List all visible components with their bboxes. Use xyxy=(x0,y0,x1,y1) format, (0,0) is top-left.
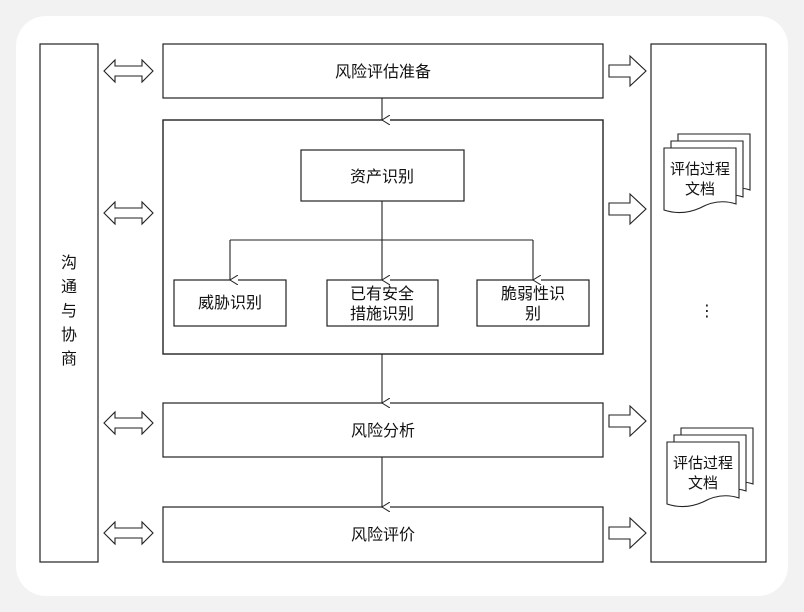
threat-identification-box xyxy=(173,279,287,327)
document-stack-bottom: 评估过程 文档 xyxy=(666,427,754,508)
document-sheet-front xyxy=(663,147,737,214)
right-arrow-icon xyxy=(608,192,647,226)
right-arrow-icon xyxy=(608,404,647,438)
vulnerability-line-1: 脆弱性识 xyxy=(501,284,565,303)
vulnerability-line-2: 别 xyxy=(525,304,541,323)
left-column-char-5: 商 xyxy=(61,349,77,368)
identification-group: 资产识别 威胁识别 已有安全 措施识别 脆弱性识 别 xyxy=(162,119,604,355)
right-arrow-icon xyxy=(608,516,647,550)
stage-analysis: 风险分析 xyxy=(162,402,604,458)
ellipsis-vertical: ⋮ xyxy=(699,301,715,320)
document-bottom-line-2: 文档 xyxy=(688,474,718,492)
stage-evaluation-label: 风险评价 xyxy=(351,525,415,544)
document-sheet-front xyxy=(666,441,740,508)
document-top-line-2: 文档 xyxy=(685,180,715,198)
document-bottom-line-1: 评估过程 xyxy=(673,454,733,472)
existing-measures-line-2: 措施识别 xyxy=(350,304,414,323)
double-arrow-icon xyxy=(103,520,154,546)
right-column-documents: 评估过程 文档 ⋮ 评估过程 文档 xyxy=(650,43,767,563)
left-column-communication: 沟 通 与 协 商 xyxy=(39,43,99,563)
left-column-box xyxy=(39,43,99,563)
double-arrow-icon xyxy=(103,410,154,436)
threat-identification-label: 威胁识别 xyxy=(198,293,262,312)
stage-analysis-label: 风险分析 xyxy=(351,421,415,440)
left-column-char-3: 与 xyxy=(61,301,77,320)
document-top-line-1: 评估过程 xyxy=(670,160,730,178)
asset-identification-box xyxy=(300,149,465,202)
existing-measures-box xyxy=(326,279,439,327)
stage-evaluation: 风险评价 xyxy=(162,506,604,563)
left-column-char-1: 沟 xyxy=(61,253,77,272)
stage-preparation: 风险评估准备 xyxy=(162,43,604,99)
stage-evaluation-box xyxy=(162,506,604,563)
stage-preparation-box xyxy=(162,43,604,99)
left-column-char-4: 协 xyxy=(61,325,77,344)
right-arrow-icon xyxy=(608,54,647,88)
document-stack-top: 评估过程 文档 xyxy=(663,133,751,214)
existing-measures-line-1: 已有安全 xyxy=(350,284,414,303)
double-arrow-icon xyxy=(103,200,154,226)
double-arrow-icon xyxy=(103,58,154,84)
left-column-char-2: 通 xyxy=(61,277,77,296)
asset-identification-label: 资产识别 xyxy=(350,167,414,186)
vulnerability-identification-box xyxy=(476,279,590,327)
stage-preparation-label: 风险评估准备 xyxy=(335,62,431,81)
